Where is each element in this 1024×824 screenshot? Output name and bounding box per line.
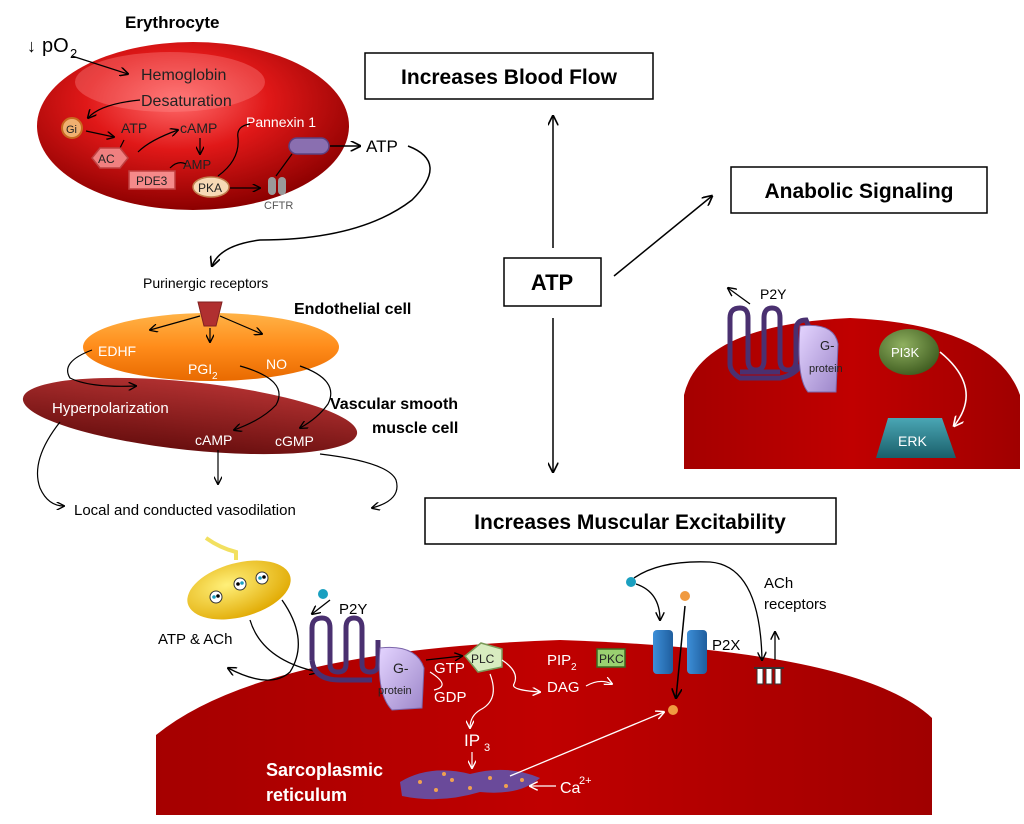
muscle-g-protein: [378, 646, 425, 711]
pip2-label: PIP: [547, 652, 571, 669]
calcium-ion: [668, 705, 678, 715]
excitability-box: [424, 497, 837, 545]
vessel-panel: Purinergic receptors Endothelial cell ED…: [22, 275, 458, 519]
outcome-boxes: Increases Blood Flow Anabolic Signaling …: [364, 52, 988, 545]
cftr-label: CFTR: [264, 200, 293, 212]
pannexin-channel: [288, 137, 330, 155]
blood-flow-label: Increases Blood Flow: [401, 66, 618, 89]
po2-label: pO: [42, 35, 69, 57]
pka-enzyme: [192, 176, 230, 198]
pgi2-subscript: 2: [212, 371, 218, 382]
plc-label: PLC: [471, 652, 495, 666]
ac-enzyme: [91, 147, 129, 169]
calcium-label: Ca: [560, 780, 581, 797]
muscle-p2y-label: P2Y: [339, 601, 367, 618]
ac-label: AC: [98, 152, 115, 166]
anabolic-p2y-label: P2Y: [760, 286, 787, 302]
po2-down-arrow: ↓: [27, 36, 36, 56]
atp-ligand-p2x: [626, 577, 636, 587]
gi-protein: [61, 117, 83, 139]
sr-label-line2: reticulum: [266, 785, 347, 805]
vsm-cgmp-label: cGMP: [275, 433, 314, 449]
edhf-label: EDHF: [98, 343, 136, 359]
gtp-label: GTP: [434, 660, 465, 677]
erythrocyte-panel: Erythrocyte ↓ pO 2 Hemoglobin Desaturati…: [27, 13, 431, 266]
excitability-label: Increases Muscular Excitability: [474, 511, 786, 534]
ach-receptors-label-line1: ACh: [764, 575, 793, 592]
atp-ach-label: ATP & ACh: [158, 631, 232, 648]
plc-enzyme: [463, 642, 503, 673]
endothelial-cell: [83, 313, 339, 381]
blood-flow-box: [364, 52, 654, 100]
pip2-subscript: 2: [571, 662, 577, 673]
ach-ligand: [680, 591, 690, 601]
vasodilation-label: Local and conducted vasodilation: [74, 502, 296, 519]
amp-label: AMP: [183, 157, 211, 172]
pannexin-label: Pannexin 1: [246, 114, 316, 130]
purinergic-receptor: [197, 301, 223, 327]
anabolic-gprotein-label-1: G-: [820, 338, 834, 353]
muscle-gprotein-label-1: G-: [393, 660, 409, 676]
anabolic-gprotein-label-2: protein: [809, 363, 843, 375]
pkc-label: PKC: [599, 652, 624, 666]
ip3-label: IP: [464, 731, 480, 750]
smooth-muscle-cell: [22, 377, 358, 455]
ach-receptors: [754, 667, 784, 685]
skeletal-muscle-fiber: [156, 640, 932, 815]
p2x-label: P2X: [712, 637, 740, 654]
atp-internal-label: ATP: [121, 120, 147, 136]
dag-label: DAG: [547, 679, 580, 696]
vsm-camp-label: cAMP: [195, 432, 232, 448]
muscle-p2y-receptor: [309, 615, 381, 675]
anabolic-box: [730, 166, 988, 214]
anabolic-g-protein: [798, 324, 839, 393]
atp-released-label: ATP: [366, 137, 398, 156]
muscle-gprotein-label-2: protein: [378, 685, 412, 697]
hemoglobin-label: Hemoglobin: [141, 67, 226, 84]
pde3-enzyme: [128, 170, 176, 190]
p2x-channel-left: [653, 630, 673, 674]
erk-enzyme: [876, 418, 956, 458]
muscle-panel: ATP & ACh P2Y G- protein GTP GDP PLC PIP…: [156, 536, 932, 815]
gi-label: Gi: [66, 124, 77, 136]
ip3-subscript: 3: [484, 742, 490, 754]
ach-receptors-label-line2: receptors: [764, 596, 827, 613]
hyperpolarization-label: Hyperpolarization: [52, 400, 169, 417]
pi3k-enzyme: [879, 329, 939, 375]
po2-subscript: 2: [70, 46, 77, 61]
atp-ligand: [318, 589, 328, 599]
anabolic-muscle-cell: [684, 318, 1020, 469]
camp-label: cAMP: [180, 120, 217, 136]
vsm-title-line1: Vascular smooth: [330, 396, 458, 413]
anabolic-cell-panel: P2Y G- protein PI3K ERK: [684, 286, 1020, 469]
pi3k-label: PI3K: [891, 345, 920, 360]
erythrocyte-title: Erythrocyte: [125, 13, 219, 32]
no-label: NO: [266, 356, 287, 372]
vsm-title-line2: muscle cell: [372, 420, 458, 437]
gdp-label: GDP: [434, 689, 467, 706]
pka-label: PKA: [198, 181, 222, 195]
atp-center-label: ATP: [531, 270, 573, 295]
pkc-enzyme: [596, 648, 626, 668]
desaturation-label: Desaturation: [141, 93, 232, 110]
pgi2-label: PGI: [188, 361, 212, 377]
atp-box: [503, 257, 602, 307]
purinergic-label: Purinergic receptors: [143, 275, 268, 291]
sr-label-line1: Sarcoplasmic: [266, 760, 383, 780]
endothelial-title: Endothelial cell: [294, 301, 411, 318]
p2x-channel-right: [687, 630, 707, 674]
anabolic-label: Anabolic Signaling: [764, 180, 953, 203]
calcium-superscript: 2+: [579, 775, 592, 787]
sarcoplasmic-reticulum: [400, 769, 540, 800]
cftr-channel: [268, 177, 276, 195]
erk-label: ERK: [898, 433, 927, 449]
pde3-label: PDE3: [136, 174, 168, 188]
